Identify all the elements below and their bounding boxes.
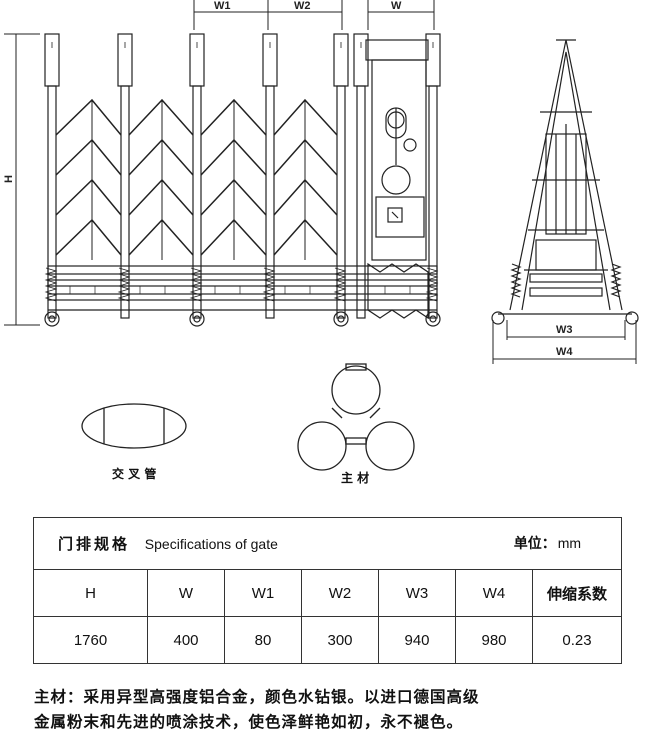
- material-description: 主材：采用异型高强度铝合金，颜色水钻银。以进口德国高级 金属粉末和先进的喷涂技术…: [34, 685, 634, 735]
- bottom-rails: [47, 265, 438, 311]
- chevron-centers: [91, 100, 306, 260]
- w1-label: W1: [214, 0, 231, 12]
- main-material-section: [297, 363, 415, 471]
- w2-label: W2: [294, 0, 311, 12]
- spec-table: 门排规格 Specifications of gate 单位：mm H W W1…: [32, 517, 623, 664]
- gate-head-unit: [365, 39, 429, 320]
- gate-side-view: [491, 39, 639, 325]
- description-line-2: 金属粉末和先进的喷涂技术，使色泽鲜艳如初，永不褪色。: [34, 713, 464, 731]
- unit-label-text: 单位：: [513, 536, 556, 552]
- post-markers: [51, 42, 434, 48]
- header-w4: W4: [455, 569, 533, 617]
- description-line-1: 主材：采用异型高强度铝合金，颜色水钻银。以进口德国高级: [34, 688, 480, 706]
- side-dimension-lines: [492, 320, 637, 364]
- spec-title-cn: 门排规格: [58, 535, 131, 553]
- spec-title-en: Specifications of gate: [144, 536, 278, 552]
- header-w1: W1: [224, 569, 302, 617]
- header-expansion-coefficient: 伸缩系数: [531, 569, 623, 617]
- w-label: W: [391, 0, 402, 12]
- h-label: H: [3, 175, 15, 183]
- value-w3: 940: [378, 616, 456, 664]
- value-w2: 300: [301, 616, 379, 664]
- spec-table-title-row: 门排规格 Specifications of gate 单位：mm: [32, 517, 623, 570]
- value-w1: 80: [224, 616, 302, 664]
- spec-table-value-row: 1760 400 80 300 940 980 0.23: [33, 616, 623, 664]
- spec-table-title-cell: 门排规格 Specifications of gate 单位：mm: [32, 517, 623, 570]
- cross-tube-caption: 交 叉 管: [112, 466, 156, 481]
- value-w4: 980: [455, 616, 533, 664]
- cross-tubes: [55, 98, 338, 256]
- value-expansion-coefficient: 0.23: [531, 616, 623, 664]
- unit-value: mm: [557, 535, 582, 551]
- cross-tube-section: [81, 403, 187, 449]
- gate-posts: [44, 33, 441, 319]
- w4-label: W4: [556, 346, 573, 358]
- header-w: W: [147, 569, 225, 617]
- header-w3: W3: [378, 569, 456, 617]
- gate-technical-drawing: W1 W2 W H: [3, 0, 639, 485]
- springs: [44, 267, 439, 302]
- unit-label: 单位：mm: [514, 533, 581, 553]
- value-w: 400: [147, 616, 225, 664]
- main-material-caption: 主 材: [341, 470, 369, 485]
- wheels: [44, 311, 441, 327]
- header-h: H: [33, 569, 148, 617]
- w3-label: W3: [556, 324, 573, 336]
- header-w2: W2: [301, 569, 379, 617]
- height-dimension-line: [4, 33, 40, 326]
- rail-hatches: [69, 286, 411, 294]
- spec-table-header-row: H W W1 W2 W3 W4 伸缩系数: [33, 569, 623, 617]
- top-dimension-lines: [193, 0, 435, 30]
- value-h: 1760: [33, 616, 148, 664]
- gate-front-view: [44, 33, 441, 327]
